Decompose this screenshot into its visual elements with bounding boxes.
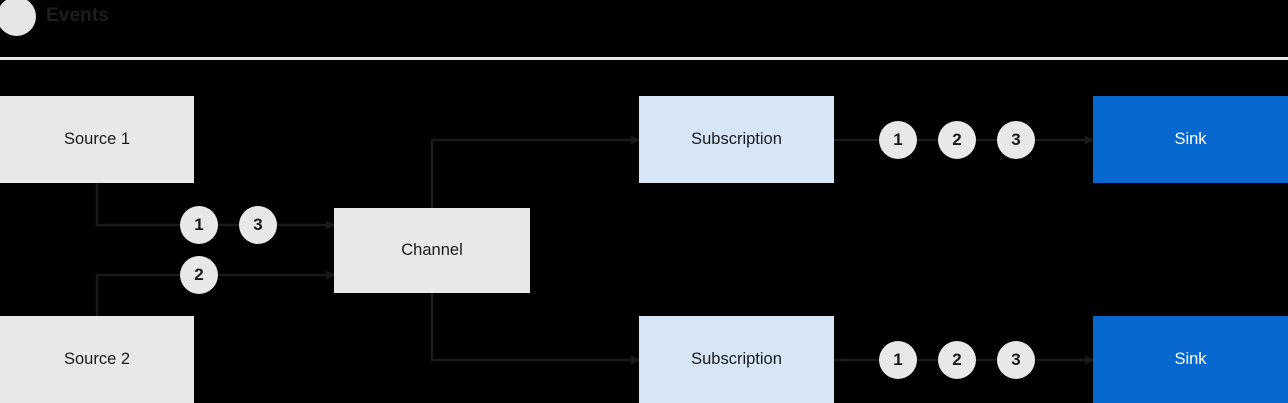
event-token: 1	[879, 121, 917, 159]
legend-label: Events	[46, 5, 109, 26]
node-sink-top-label: Sink	[1174, 129, 1207, 148]
event-token: 1	[879, 341, 917, 379]
node-sink-bottom-label: Sink	[1174, 349, 1207, 368]
event-token-label: 2	[194, 265, 204, 284]
node-subscription-bottom[interactable]: Subscription	[639, 316, 834, 403]
event-token: 3	[997, 121, 1035, 159]
node-sink-top[interactable]: Sink	[1093, 96, 1288, 183]
node-subscription-bottom-label: Subscription	[691, 349, 782, 368]
legend: Events	[0, 0, 1288, 58]
node-channel[interactable]: Channel	[334, 208, 530, 293]
event-token-label: 3	[253, 215, 263, 234]
node-sink-bottom[interactable]: Sink	[1093, 316, 1288, 403]
node-source-2-label: Source 2	[63, 349, 131, 368]
event-token-label: 3	[1011, 350, 1021, 369]
event-token-label: 3	[1011, 130, 1021, 149]
event-token: 2	[938, 121, 976, 159]
event-token: 2	[180, 256, 218, 294]
event-token: 1	[180, 206, 218, 244]
event-token-label: 2	[952, 130, 962, 149]
event-token-label: 2	[952, 350, 962, 369]
event-token: 3	[997, 341, 1035, 379]
event-token-label: 1	[893, 130, 903, 149]
event-token: 2	[938, 341, 976, 379]
circle-marker-icon	[0, 0, 36, 36]
event-token: 3	[239, 206, 277, 244]
node-subscription-top-label: Subscription	[691, 129, 782, 148]
wire-channel-to-subscription-bottom	[430, 293, 640, 365]
header-divider	[0, 57, 1288, 60]
node-subscription-top[interactable]: Subscription	[639, 96, 834, 183]
node-source-1[interactable]: Source 1	[0, 96, 194, 183]
node-source-2[interactable]: Source 2	[0, 316, 194, 403]
node-channel-label: Channel	[401, 240, 463, 259]
event-token-label: 1	[194, 215, 204, 234]
node-source-1-label: Source 1	[63, 129, 131, 148]
event-token-label: 1	[893, 350, 903, 369]
wire-channel-to-subscription-top	[430, 135, 640, 208]
